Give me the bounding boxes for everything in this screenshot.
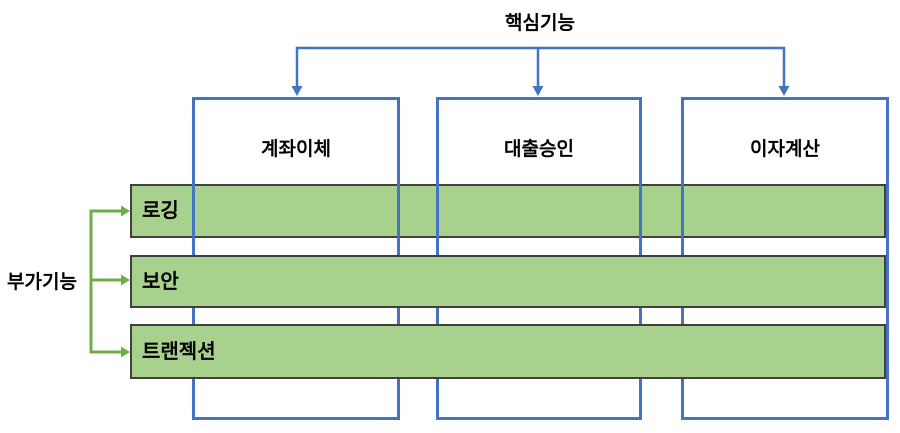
bar-transaction: 트랜젝션 — [130, 324, 886, 379]
arrow-down-icon — [532, 86, 544, 96]
bar-label-logging: 로깅 — [142, 200, 179, 222]
arrow-right-icon — [121, 205, 130, 217]
bar-logging: 로깅 — [130, 184, 886, 238]
arrow-down-icon — [291, 86, 303, 96]
core-functions-label: 핵심기능 — [505, 13, 575, 34]
arrow-right-icon — [121, 346, 130, 358]
arrow-right-icon — [121, 274, 130, 286]
arrow-down-icon — [778, 86, 790, 96]
addon-functions-label: 부가기능 — [7, 272, 77, 293]
column-label-loan-approval: 대출승인 — [504, 139, 574, 160]
core-bracket-line — [295, 46, 786, 88]
bar-label-security: 보안 — [142, 270, 179, 293]
bar-label-transaction: 트랜젝션 — [142, 340, 216, 363]
bar-security: 보안 — [130, 255, 886, 308]
column-label-account-transfer: 계좌이체 — [261, 139, 331, 160]
addon-bracket-line — [89, 209, 122, 354]
column-label-interest-calculation: 이자계산 — [750, 139, 820, 160]
